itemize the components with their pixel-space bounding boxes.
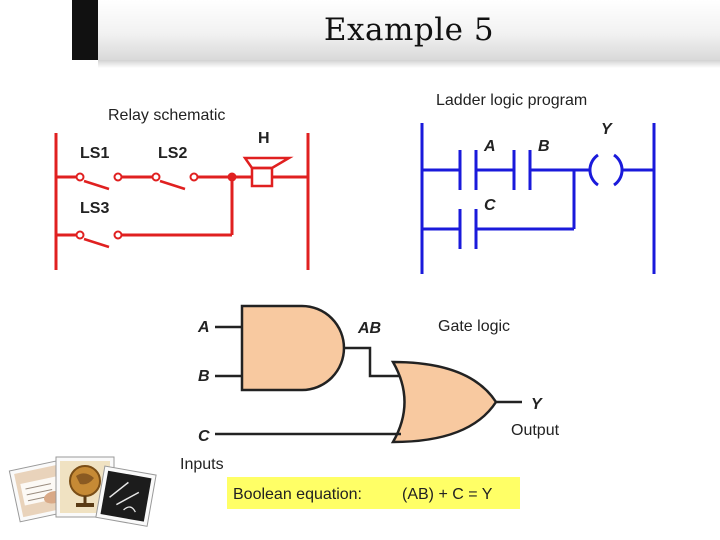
ladder-c-label: C [484,197,496,214]
ls1-label: LS1 [80,145,109,162]
ladder-logic: Ladder logic program A B Y C [420,92,656,274]
relay-schematic: Relay schematic LS1 LS2 LS3 H [54,107,310,270]
gate-a-label: A [197,319,210,336]
gate-y-label: Y [531,396,543,413]
decorative-photos [8,456,157,527]
ls3-label: LS3 [80,200,109,217]
and-gate [240,304,346,392]
ls3-contact [83,237,110,249]
gate-ab-label: AB [357,320,381,337]
chalkboard-photo-icon [95,465,157,527]
relay-heading: Relay schematic [108,107,225,124]
gate-inputs-label: Inputs [180,456,224,473]
horn-icon [242,156,308,188]
or-gate [390,360,498,444]
gate-b-label: B [198,368,210,385]
slide-title: Example 5 [323,12,495,48]
boolean-equation: Boolean equation: (AB) + C = Y [227,477,520,509]
ls2-label: LS2 [158,145,187,162]
coil-y-left [588,153,599,187]
title-bar: Example 5 [72,0,720,68]
ls1-contact [83,179,110,191]
gate-output-label: Output [511,422,560,439]
gate-heading: Gate logic [438,318,510,335]
gate-c-label: C [198,428,210,445]
gate-logic: Gate logic A B C AB Y Output Inputs [180,304,560,473]
ladder-a-label: A [483,138,496,155]
equation-label: Boolean equation: [233,486,362,503]
ladder-heading: Ladder logic program [436,92,587,109]
ab-wire [344,346,400,378]
equation-expr: (AB) + C = Y [402,486,493,503]
ls2-contact [159,179,186,191]
horn-label: H [258,130,270,147]
coil-y-right [613,153,624,187]
equation-highlight [227,477,520,509]
ladder-y-label: Y [601,121,613,138]
ladder-b-label: B [538,138,550,155]
